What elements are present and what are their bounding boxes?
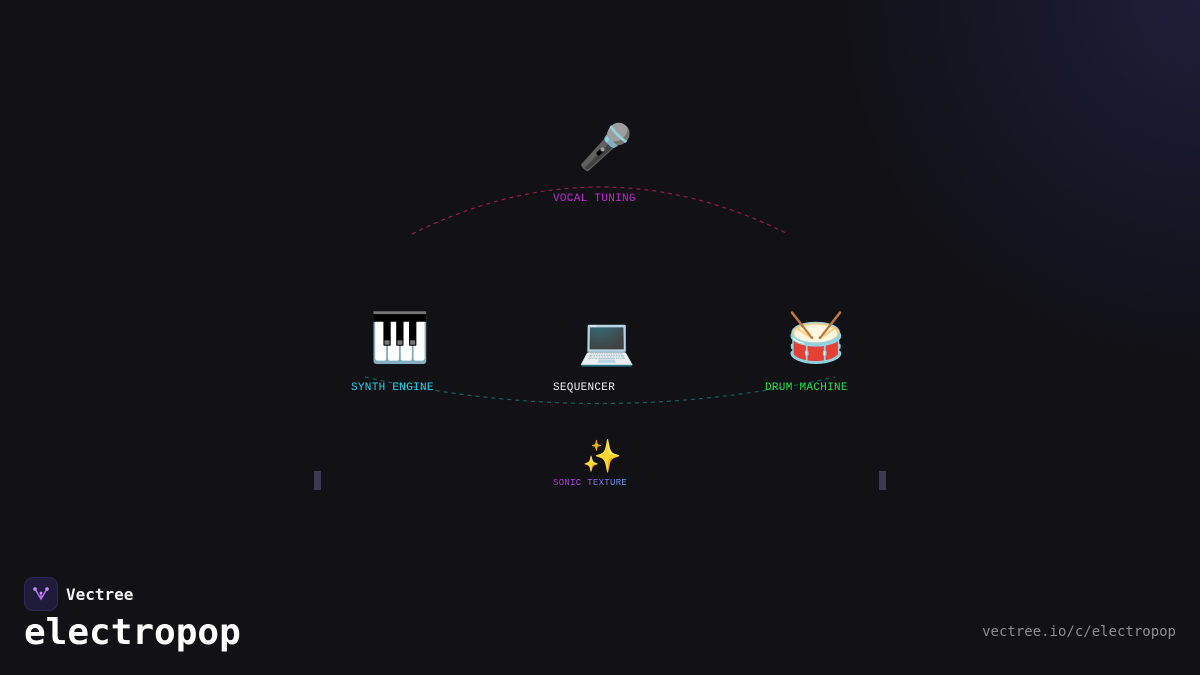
page-title: electropop	[24, 612, 241, 653]
node-label: DRUM MACHINE	[765, 382, 848, 394]
drum-icon: 🥁	[786, 310, 846, 366]
brand-name: Vectree	[66, 584, 134, 604]
node-label: VOCAL TUNING	[553, 193, 636, 205]
page-url[interactable]: vectree.io/c/electropop	[982, 624, 1176, 640]
right-resize-handle[interactable]	[879, 471, 886, 490]
left-resize-handle[interactable]	[314, 471, 321, 490]
laptop-icon: 💻	[578, 314, 636, 368]
node-label: SYNTH ENGINE	[351, 382, 434, 394]
brand-lockup[interactable]: Vectree	[24, 577, 133, 611]
top-arc	[411, 186, 789, 235]
microphone-icon: 🎤	[578, 122, 633, 173]
piano-keys-icon: 🎹	[370, 310, 430, 366]
node-label: SEQUENCER	[553, 382, 616, 394]
sparkles-icon: ✨	[582, 437, 622, 475]
vectree-logo-icon	[24, 577, 58, 611]
bottom-arc	[364, 376, 836, 405]
node-label: SONIC TEXTURE	[553, 478, 628, 488]
